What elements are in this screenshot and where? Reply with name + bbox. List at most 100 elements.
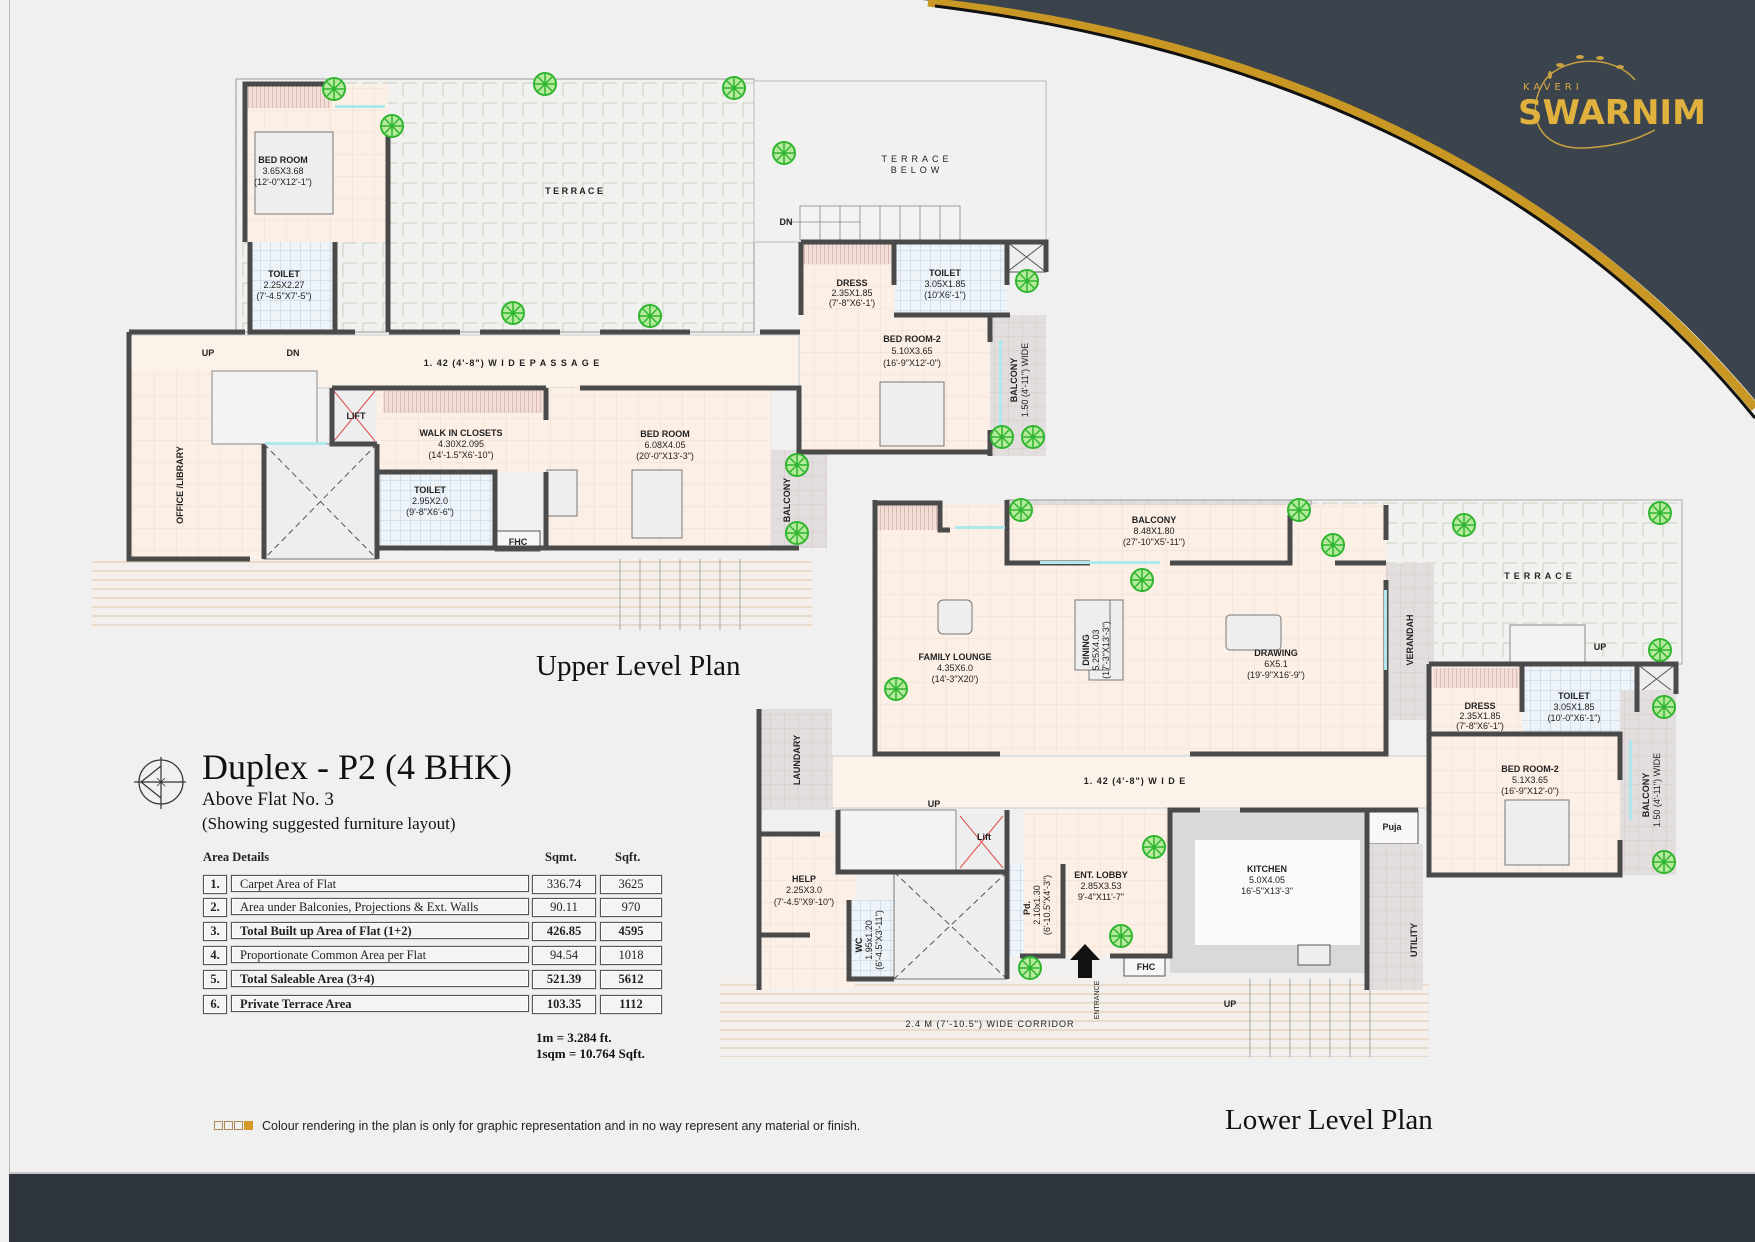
scale-note-meter: 1m = 3.284 ft. [536,1030,612,1045]
disclaimer-text: Colour rendering in the plan is only for… [262,1119,861,1133]
dining-name: DINING [1081,634,1091,666]
walk-in-imperial: (14'-1.5"X6'-10") [428,450,493,460]
terrace-below-label-1: TERRACE [881,154,952,164]
scale-notes: 1m = 3.284 ft. 1sqm = 10.764 Sqft. [536,1030,645,1062]
upper-staircase [211,370,318,445]
help-imperial: (7'-4.5"X9'-10") [774,897,834,907]
upper-toilet-3-name: TOILET [414,485,446,495]
terrace-dn-label: DN [780,217,793,227]
row-sqft: 5612 [600,970,662,989]
upper-outdoor-steps [92,559,812,629]
master-bed-room-imperial: (20'-0"X13'-3") [636,451,694,461]
help-size: 2.25X3.0 [786,885,822,895]
row-description: Private Terrace Area [231,995,529,1012]
toilet-1 [250,242,335,332]
lower-toilet-size: 3.05X1.85 [1553,702,1594,712]
page-title: Duplex - P2 (4 BHK) [202,747,512,787]
laundary-label: LAUNDARY [792,735,802,785]
col-header-sqmt: Sqmt. [545,850,577,864]
colour-swatch-icon [214,1119,254,1133]
row-sqmt: 103.35 [532,995,596,1014]
drawing-size: 6X5.1 [1264,659,1288,669]
row-sqmt: 94.54 [532,946,596,965]
upper-balcony-2-name: BALCONY [1009,358,1019,403]
north-compass-icon [134,757,186,809]
row-number: 3. [203,922,227,941]
bed-room-1-name: BED ROOM [258,155,308,165]
upper-lift-label: LIFT [347,411,366,421]
upper-toilet-2-size: 3.05X1.85 [924,279,965,289]
logo-wreath-icon [1534,55,1656,149]
lower-balcony-2-name: BALCONY [1641,773,1651,818]
row-description: Total Built up Area of Flat (1+2) [231,922,529,939]
dining-imperial: (17'-3"X13'-3") [1101,621,1111,679]
master-bed-room-size: 6.08X4.05 [644,440,685,450]
utility-label: UTILITY [1409,923,1419,957]
ent-lobby-imperial: 9'-4"X11'-7" [1078,892,1124,902]
drawing-name: DRAWING [1254,648,1298,658]
row-description: Total Saleable Area (3+4) [231,970,529,987]
lower-bed-room-2-name: BED ROOM-2 [1501,764,1559,774]
dining-size: 5.25X4.03 [1091,629,1101,670]
upper-dn-label: DN [287,348,300,358]
bed-room-1-imperial: (12'-0"X12'-1") [254,177,312,187]
logo-kaveri: KAVERI [1523,82,1583,93]
row-sqft: 3625 [600,875,662,894]
pd-name: Pd. [1022,901,1032,915]
lower-dress-imperial: (7'-8"X6'-1") [1456,721,1504,731]
entrance-label: ENTRANCE [1094,980,1101,1019]
corridor-up-label: UP [1224,999,1237,1009]
row-sqft: 970 [600,898,662,917]
toilet-1-name: TOILET [268,269,300,279]
family-lounge-imperial: (14'-3"X20') [932,674,979,684]
lower-terrace-label: TERRACE [1504,571,1576,581]
row-description: Proportionate Common Area per Flat [231,946,529,963]
upper-balcony-label: BALCONY [782,478,792,523]
lower-bed-room-2-imperial: (16'-9"X12'-0") [1501,786,1559,796]
upper-balcony-2-width: 1.50 (4'-11") WIDE [1020,343,1030,417]
row-sqft: 4595 [600,922,662,941]
utility [1367,844,1423,990]
upper-toilet-2 [894,242,1007,315]
bed-room-1-size: 3.65X3.68 [262,166,303,176]
upper-toilet-3-size: 2.95X2.0 [412,496,448,506]
help-name: HELP [792,874,816,884]
scale-note-sqm: 1sqm = 10.764 Sqft. [536,1046,645,1061]
row-description: Carpet Area of Flat [231,875,529,892]
upper-toilet-3-imperial: (9'-8"X6'-6") [406,507,454,517]
upper-bed-room-2-size: 5.10X3.65 [891,346,932,356]
upper-level-plan-title: Upper Level Plan [536,650,741,682]
row-sqft: 1018 [600,946,662,965]
lower-toilet [1522,664,1637,734]
row-number: 4. [203,946,227,965]
page-subtitle: Above Flat No. 3 [202,789,334,810]
lower-staircase [837,809,957,873]
pd-imperial: (6'-10.5"X4'-3") [1042,875,1052,935]
lower-corridor [720,979,1429,1057]
lower-balcony-size: 8.48X1.80 [1133,526,1174,536]
walk-in-size: 4.30X2.095 [438,439,484,449]
lower-labels: BALCONY 8.48X1.80 (27'-10"X5'-11") TERRA… [774,515,1662,1029]
lower-walls [756,500,1679,990]
lower-balcony-imperial: (27'-10"X5'-11") [1123,537,1185,547]
upper-fhc-label: FHC [509,537,528,547]
upper-level-plan: BED ROOM 3.65X3.68 (12'-0"X12'-1") TOILE… [92,72,1049,630]
lower-balcony-2-width: 1.50 (4'-11") WIDE [1652,753,1662,827]
row-sqmt: 336.74 [532,875,596,894]
upper-labels: BED ROOM 3.65X3.68 (12'-0"X12'-1") TOILE… [175,154,1030,547]
wc-size: 1.95x1.20 [864,920,874,960]
upper-dress-size: 2.35X1.85 [831,288,872,298]
family-lounge-size: 4.35X6.0 [937,663,973,673]
row-number: 1. [203,875,227,894]
laundary [759,709,832,810]
row-sqft: 1112 [600,995,662,1014]
upper-passage-label: 1. 42 (4'-8") W I D E P A S S A G E [424,358,600,368]
upper-toilet-3 [377,472,495,548]
row-number: 2. [203,898,227,917]
upper-bed-room-2-imperial: (16'-9"X12'-0") [883,358,941,368]
upper-toilet-2-imperial: (10'X6'-1") [924,290,966,300]
lower-bed-room-2-size: 5.1X3.65 [1512,775,1548,785]
upper-up-label: UP [202,348,215,358]
upper-bed-room-2-name: BED ROOM-2 [883,334,941,344]
